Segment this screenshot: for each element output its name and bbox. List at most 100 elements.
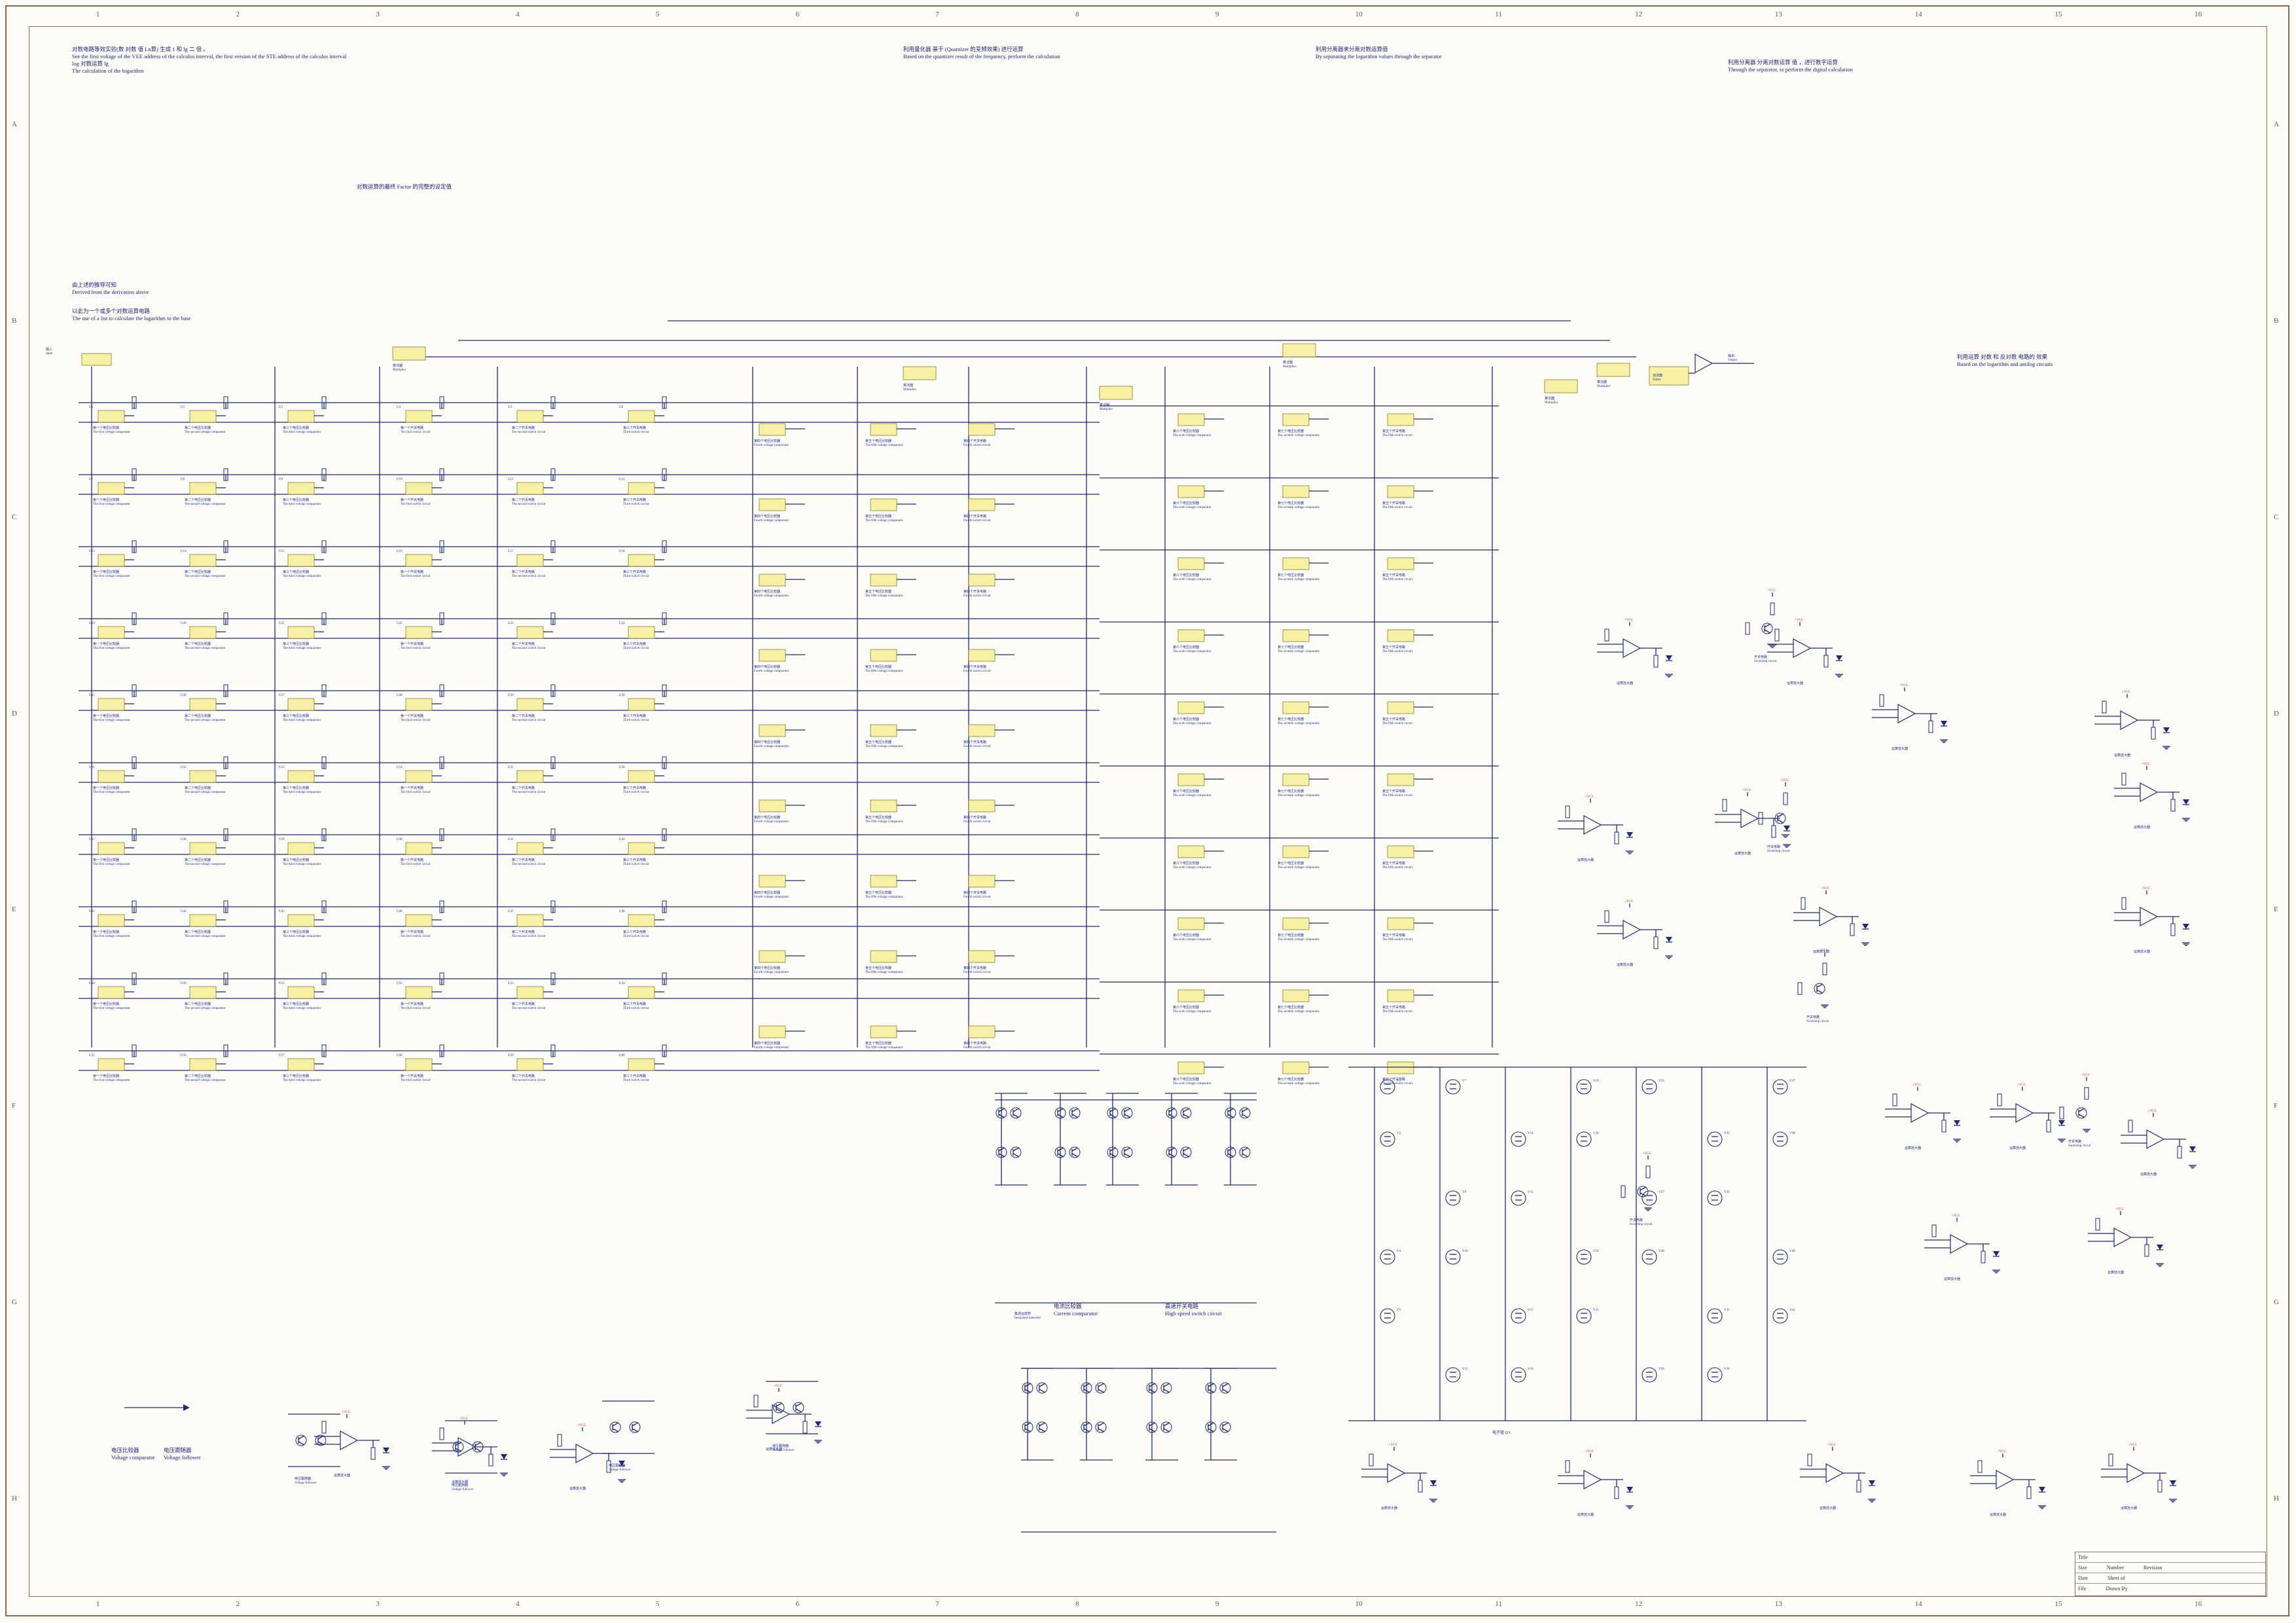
comparator-label: 第二个开关电路 [512,1002,535,1006]
comparator-label: 第一个开关电路 [401,498,423,502]
opamp-label: 运算放大器 [766,1447,782,1451]
comparator-label: 第四个开关电路 [963,890,986,895]
transistor-collector [1071,1108,1079,1112]
zone-column-label: 13 [1774,1600,1782,1608]
transistor-icon [1010,1107,1022,1119]
comparator-label: 第四个电压比较器 [754,966,780,970]
comparator-label: 第二个电压比较器 [185,1074,211,1078]
comparator-label: Fourth voltage comparator [754,594,789,598]
comparator-block [405,914,433,927]
diode-icon [383,1448,389,1453]
comparator-label: The fifth switch circuit [1382,650,1413,653]
comparator-label: 第三个开关电路 [623,426,646,430]
comparator-block [516,986,544,999]
comparator-label: The fifth switch circuit [1382,722,1413,725]
comparator-label: The second switch circuit [512,935,546,938]
comparator-label: The second switch circuit [512,719,546,722]
designator-label: U20 [181,622,187,625]
transistor-collector [1816,983,1823,988]
comparator-label: 第六个电压比较器 [1173,573,1199,577]
comparator-label: 第七个电压比较器 [1278,573,1304,577]
zone-row-label: H [12,1495,17,1503]
designator-label: U43 [89,910,95,913]
note-top-left: 对数电路等效实验(数 对数 值 Ln算) 生成 1 和 lg 二 倍 。 See… [72,46,347,74]
vacuum-tube-icon [1707,1308,1723,1324]
vacuum-tube-icon [1445,1249,1461,1265]
comparator-label: 第五个开关电路 [1382,429,1405,433]
comparator-block [189,914,217,927]
comparator-block [759,649,786,662]
follower-label: 电压跟随器 [295,1476,311,1481]
comparator-block [628,1058,655,1071]
comparator-label: 第六个电压比较器 [1173,717,1199,721]
comparator-block [98,698,125,711]
comparator-label: 第一个开关电路 [401,786,423,790]
transistor-icon [609,1421,621,1433]
comparator-block [189,698,217,711]
resistor-icon [1418,1480,1423,1493]
comparator-block [968,423,996,436]
comparator-label: The first voltage comparator [93,1007,130,1010]
comparator-label: The third voltage comparator [283,935,321,938]
comparator-block [98,914,125,927]
vacuum-tube-icon [1576,1308,1592,1324]
comparator-label: 第四个电压比较器 [754,514,780,519]
transistor-collector [1071,1147,1079,1152]
comparator-block [405,410,433,423]
comparator-label: The third voltage comparator [283,647,321,650]
transistor-collector [1183,1108,1190,1112]
designator-label: U2 [181,406,185,409]
tube-designator: V20 [1593,1132,1599,1135]
zone-row-label: F [12,1102,16,1110]
zone-column-label: 6 [795,10,800,18]
title-block-revision: Revision [2144,1565,2162,1571]
comparator-label: 第三个开关电路 [623,642,646,646]
comparator-label: Fourth voltage comparator [754,745,789,748]
diode-icon [1993,1251,2000,1256]
comparator-label: 第一个开关电路 [401,1002,423,1006]
switch-circuit-label: Switching circuit [1630,1223,1653,1226]
designator-label: U30 [619,694,625,697]
resistor-icon [1653,936,1659,949]
comparator-label: 第六个电压比较器 [1173,645,1199,649]
comparator-block [870,950,897,963]
input-label: Input [46,352,53,356]
power-label: +VCC [2148,1110,2157,1113]
zone-row-label: B [12,316,17,325]
transistor-icon [472,1441,484,1453]
vacuum-tube-icon [1772,1249,1788,1265]
transistor-icon [1637,1186,1649,1197]
comparator-label: Fourth voltage comparator [754,519,789,522]
designator-label: U28 [397,694,403,697]
resistor-icon [2170,799,2176,812]
power-label: +VCC [1820,949,1829,953]
transistor-collector [1039,1422,1046,1427]
comparator-label: 第七个电压比较器 [1278,1077,1304,1082]
comparator-label: 第二个电压比较器 [185,498,211,502]
transistor-collector [1013,1108,1020,1112]
zone-column-label: 7 [935,1600,939,1608]
follower-label: 电压跟随器 [772,1444,789,1448]
diode-icon [1869,1480,1875,1486]
comparator-label: The sixth voltage comparator [1173,1082,1211,1085]
comparator-block [870,1025,897,1038]
zone-row-label: E [12,905,16,914]
vacuum-tube-icon [1445,1367,1461,1383]
comparator-label: 第六个电压比较器 [1173,789,1199,793]
tube-designator: V27 [1659,1191,1664,1194]
diode-icon [1862,924,1869,929]
resistor-icon [2151,727,2156,740]
comparator-block [516,698,544,711]
power-label: +VCC [774,1385,783,1388]
comparator-label: Fourth switch circuit [963,444,991,447]
comparator-label: 第一个电压比较器 [93,426,119,430]
comparator-label: The fifth switch circuit [1382,794,1413,797]
comparator-label: The fifth switch circuit [1382,866,1413,869]
comparator-label: The sixth voltage comparator [1173,866,1211,869]
zone-column-label: 10 [1355,1600,1363,1608]
opamp-icon [1897,703,1916,724]
comparator-label: 第五个电压比较器 [865,589,891,594]
diode-icon [501,1454,507,1459]
comparator-block [405,698,433,711]
comparator-block [405,626,433,639]
